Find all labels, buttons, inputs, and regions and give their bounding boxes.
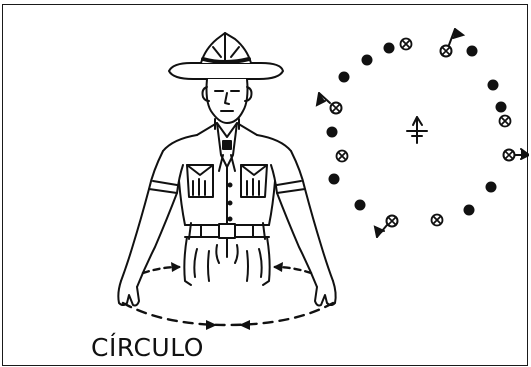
scout-marker [327,127,338,138]
campaign-hat-icon [169,33,283,79]
figure-frame: CÍRCULO [2,4,528,366]
scout-marker [355,200,366,211]
patrol-flag-icon [504,149,530,161]
scout-marker [486,182,497,193]
crossed-circle-icon [401,39,412,50]
neckerchief [197,123,257,171]
crossed-circle-icon [500,116,511,127]
figure-caption: CÍRCULO [91,335,204,360]
crossed-circle-icon [432,215,443,226]
right-arm [277,189,336,306]
scout-marker [329,174,340,185]
circle-formation-diagram [317,29,529,237]
figure-illustration [3,5,529,367]
head [203,79,252,129]
patrol-flag-icon [441,29,464,57]
left-arm [118,189,177,306]
patrol-flag-icon [375,216,398,238]
gesture-arrowheads [171,262,283,330]
patrol-flag-icon [317,93,342,114]
scout-marker [467,46,478,57]
crossed-circle-icon [337,151,348,162]
belt [185,223,269,239]
scout-marker [496,102,507,113]
scout-marker [339,72,350,83]
scout-marker [488,80,499,91]
trousers [184,237,269,285]
patrol-flags [317,29,529,237]
scout-marker [362,55,373,66]
scout-marker [384,43,395,54]
gesture-arc [123,267,333,325]
scout-marker [464,205,475,216]
scout-figure [118,33,335,306]
leader-marker-icon [407,117,427,143]
